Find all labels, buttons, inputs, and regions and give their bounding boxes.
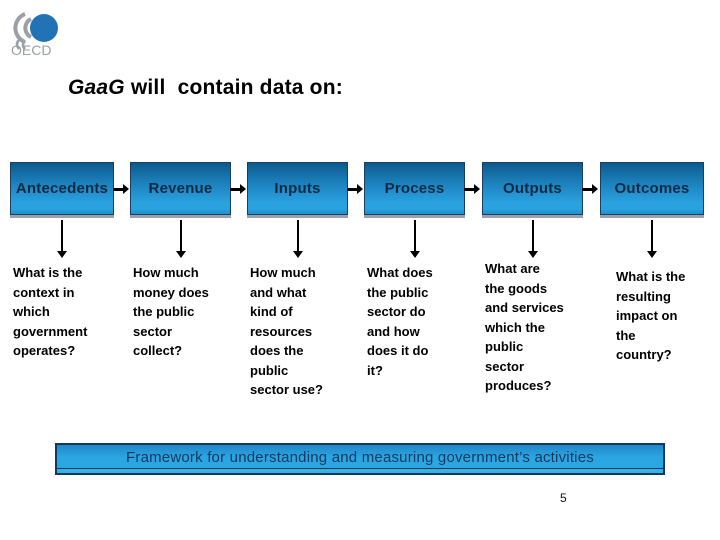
box-label: Process [384, 180, 445, 197]
oecd-logo-icon: OECD [11, 12, 58, 58]
box-description: How much and what kind of resources does… [250, 265, 323, 397]
box-inputs: Inputs [247, 162, 363, 215]
arrow-right-icon [582, 184, 598, 194]
arrow-down-icon [57, 220, 67, 258]
box-label: Revenue [148, 180, 213, 197]
flow-column-outputs: Outputs What are the goods and services … [482, 162, 598, 393]
box-description: What are the goods and services which th… [485, 261, 564, 393]
box-revenue: Revenue [130, 162, 246, 215]
box-outputs: Outputs [482, 162, 598, 215]
oecd-logo: OECD [8, 6, 68, 58]
box-label: Antecedents [15, 180, 109, 197]
flow-column-outcomes: Outcomes What is the resulting impact on… [600, 162, 704, 362]
flow-column-inputs: Inputs How much and what kind of resourc… [247, 162, 363, 397]
box-process: Process [364, 162, 480, 215]
box-outcomes: Outcomes [600, 162, 704, 215]
flow-column-process: Process What does the public sector do a… [364, 162, 480, 378]
box-description: What does the public sector do and how d… [367, 265, 433, 378]
title-acronym: GaaG [68, 76, 125, 99]
framework-banner: Framework for understanding and measurin… [55, 443, 665, 475]
oecd-logo-text: OECD [11, 42, 51, 56]
box-description: What is the resulting impact on the coun… [616, 269, 686, 362]
arrow-down-icon [175, 220, 186, 258]
title-rest: will contain data on: [124, 76, 343, 99]
arrow-down-icon [292, 220, 303, 258]
box-label: Outcomes [614, 180, 690, 197]
flow-column-antecedents: Antecedents What is the context in which… [10, 162, 129, 358]
arrow-right-icon [113, 184, 129, 194]
box-antecedents: Antecedents [10, 162, 129, 215]
arrow-right-icon [464, 184, 480, 194]
page-number: 5 [560, 491, 567, 505]
box-label: Inputs [274, 180, 321, 197]
arrow-right-icon [347, 184, 363, 194]
page-title: GaaG will contain data on: [68, 76, 343, 100]
box-description: What is the context in which government … [13, 265, 88, 358]
arrow-right-icon [230, 184, 246, 194]
flow-column-revenue: Revenue How much money does the public s… [130, 162, 246, 358]
framework-banner-text: Framework for understanding and measurin… [126, 449, 594, 466]
box-description: How much money does the public sector co… [133, 265, 209, 358]
box-label: Outputs [503, 180, 562, 197]
arrow-down-icon [647, 220, 657, 258]
arrow-down-icon [527, 220, 538, 258]
arrow-down-icon [409, 220, 420, 258]
